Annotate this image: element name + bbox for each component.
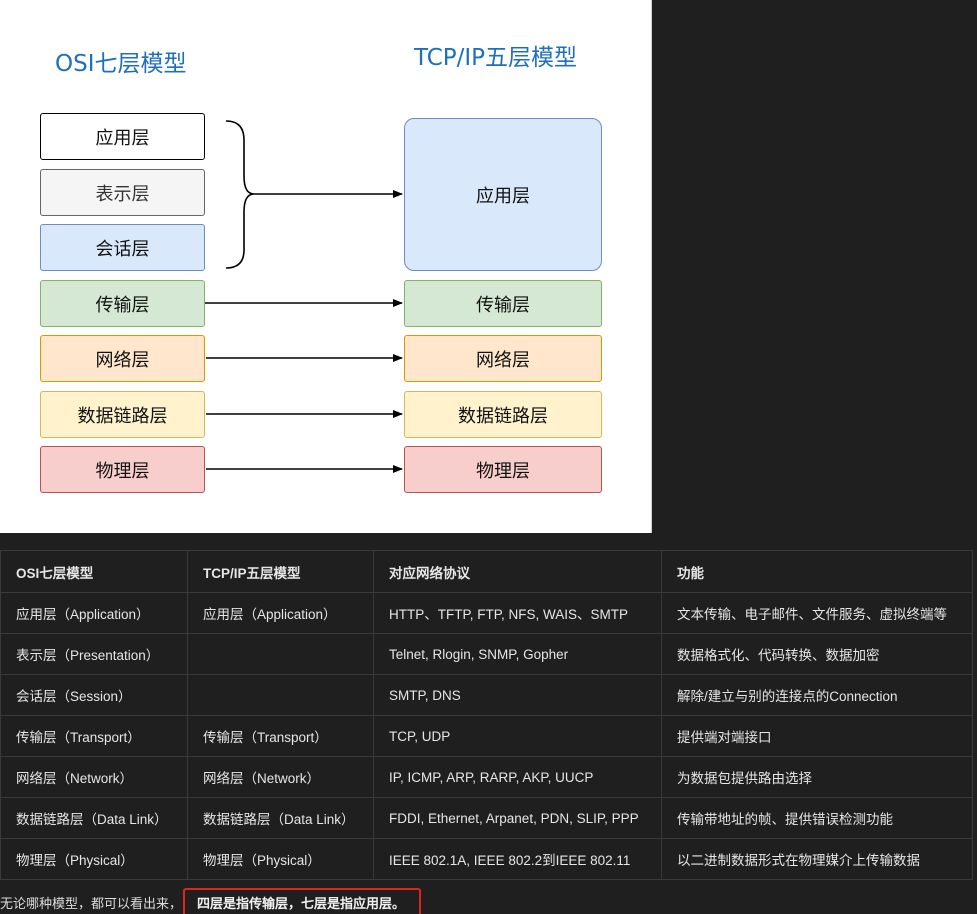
cell-tcpip: 物理层（Physical）	[187, 838, 374, 880]
osi-session-layer: 会话层	[40, 224, 205, 271]
table-row: 表示层（Presentation） Telnet, Rlogin, SNMP, …	[0, 633, 973, 675]
tcpip-physical-layer: 物理层	[404, 446, 602, 493]
header-tcpip: TCP/IP五层模型	[187, 550, 374, 593]
cell-osi: 表示层（Presentation）	[0, 633, 188, 675]
osi-model-heading: OSI七层模型	[55, 51, 187, 77]
header-protocols: 对应网络协议	[373, 550, 662, 593]
osi-tcpip-diagram: OSI七层模型 TCP/IP五层模型 应用层 表示层 会话层 传输层 网络层 数…	[0, 0, 652, 533]
osi-datalink-layer: 数据链路层	[40, 391, 205, 438]
cell-osi: 物理层（Physical）	[0, 838, 188, 880]
connector-arrows	[205, 120, 403, 473]
summary-note: 无论哪种模型，都可以看出来，四层是指传输层，七层是指应用层。	[0, 888, 422, 914]
tcpip-application-layer: 应用层	[404, 118, 602, 271]
note-prefix: 无论哪种模型，都可以看出来，	[0, 896, 183, 911]
tcpip-model-heading: TCP/IP五层模型	[414, 45, 578, 71]
tcpip-transport-layer: 传输层	[404, 280, 602, 327]
cell-tcpip	[187, 633, 374, 675]
cell-function: 解除/建立与别的连接点的Connection	[661, 674, 973, 716]
cell-osi: 网络层（Network）	[0, 756, 188, 798]
osi-presentation-layer: 表示层	[40, 169, 205, 216]
cell-osi: 应用层（Application）	[0, 592, 188, 634]
curly-brace	[225, 120, 255, 269]
cell-osi: 会话层（Session）	[0, 674, 188, 716]
osi-application-layer: 应用层	[40, 113, 205, 160]
table-row: 物理层（Physical） 物理层（Physical） IEEE 802.1A,…	[0, 838, 973, 880]
cell-osi: 传输层（Transport）	[0, 715, 188, 757]
header-function: 功能	[661, 550, 973, 593]
cell-protocols: IP, ICMP, ARP, RARP, AKP, UUCP	[373, 756, 662, 798]
cell-protocols: IEEE 802.1A, IEEE 802.2到IEEE 802.11	[373, 838, 662, 880]
cell-function: 文本传输、电子邮件、文件服务、虚拟终端等	[661, 592, 973, 634]
table-row: 数据链路层（Data Link） 数据链路层（Data Link） FDDI, …	[0, 797, 973, 839]
cell-tcpip: 传输层（Transport）	[187, 715, 374, 757]
osi-network-layer: 网络层	[40, 335, 205, 382]
cell-function: 为数据包提供路由选择	[661, 756, 973, 798]
cell-tcpip: 数据链路层（Data Link）	[187, 797, 374, 839]
cell-protocols: Telnet, Rlogin, SNMP, Gopher	[373, 633, 662, 675]
cell-tcpip: 网络层（Network）	[187, 756, 374, 798]
table-row: 传输层（Transport） 传输层（Transport） TCP, UDP 提…	[0, 715, 973, 757]
header-osi: OSI七层模型	[0, 550, 188, 593]
osi-physical-layer: 物理层	[40, 446, 205, 493]
cell-osi: 数据链路层（Data Link）	[0, 797, 188, 839]
cell-protocols: TCP, UDP	[373, 715, 662, 757]
table-header-row: OSI七层模型 TCP/IP五层模型 对应网络协议 功能	[0, 550, 973, 593]
tcpip-network-layer: 网络层	[404, 335, 602, 382]
cell-protocols: HTTP、TFTP, FTP, NFS, WAIS、SMTP	[373, 592, 662, 634]
osi-transport-layer: 传输层	[40, 280, 205, 327]
cell-protocols: SMTP, DNS	[373, 674, 662, 716]
cell-function: 以二进制数据形式在物理媒介上传输数据	[661, 838, 973, 880]
protocol-table: OSI七层模型 TCP/IP五层模型 对应网络协议 功能 应用层（Applica…	[0, 550, 973, 880]
table-row: 网络层（Network） 网络层（Network） IP, ICMP, ARP,…	[0, 756, 973, 798]
cell-function: 提供端对端接口	[661, 715, 973, 757]
cell-tcpip	[187, 674, 374, 716]
cell-tcpip: 应用层（Application）	[187, 592, 374, 634]
cell-protocols: FDDI, Ethernet, Arpanet, PDN, SLIP, PPP	[373, 797, 662, 839]
table-row: 会话层（Session） SMTP, DNS 解除/建立与别的连接点的Conne…	[0, 674, 973, 716]
tcpip-datalink-layer: 数据链路层	[404, 391, 602, 438]
cell-function: 传输带地址的帧、提供错误检测功能	[661, 797, 973, 839]
note-highlight: 四层是指传输层，七层是指应用层。	[183, 888, 422, 914]
cell-function: 数据格式化、代码转换、数据加密	[661, 633, 973, 675]
table-row: 应用层（Application） 应用层（Application） HTTP、T…	[0, 592, 973, 634]
